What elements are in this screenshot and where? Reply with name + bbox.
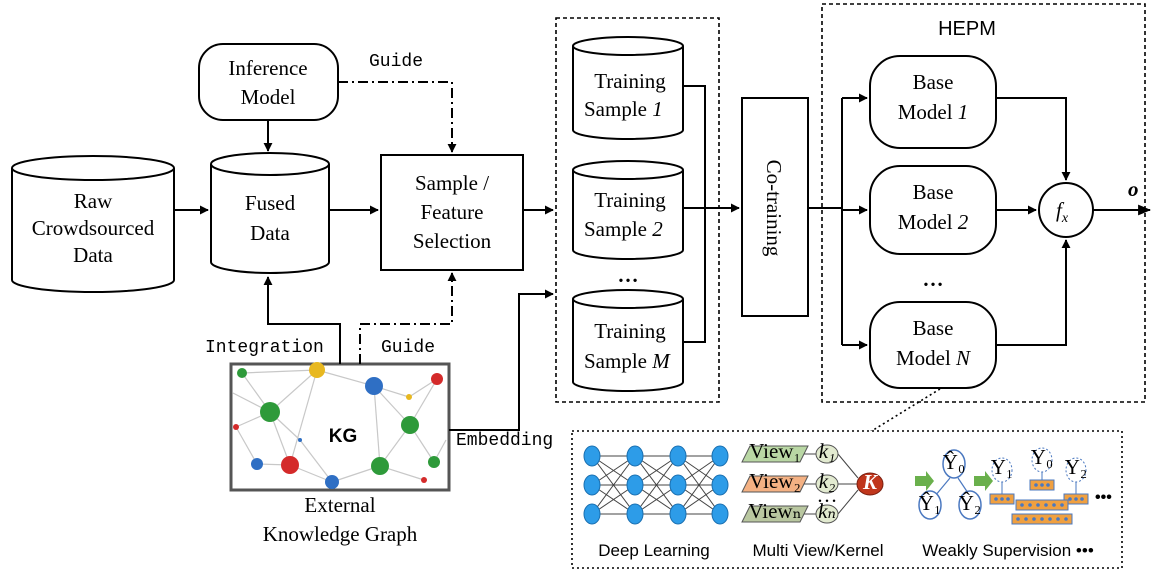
samples-bracket	[683, 85, 706, 343]
sample-feature-selection-node: Sample / Feature Selection	[380, 154, 524, 271]
base-model-n-line1: Base	[913, 316, 954, 340]
training-sample-2: Training Sample 2	[572, 160, 684, 260]
combiner-node: fx	[1038, 182, 1094, 238]
weak-node-1: Ŷ₁	[919, 491, 942, 515]
co-training-label: Co-training	[762, 160, 786, 257]
kg-node	[365, 377, 383, 395]
weak-node-2: Ŷ₂	[959, 491, 982, 515]
kernel-n-label: kₙ	[818, 499, 836, 523]
training-sample-1-line2: Sample 1	[584, 97, 663, 121]
kg-node	[421, 477, 427, 483]
kg-node	[260, 402, 280, 422]
weak-trailing-dots: •••	[1095, 489, 1112, 506]
kernel-1-label: k₁	[819, 439, 836, 463]
kg-node	[237, 368, 247, 378]
inference-model-node: Inference Model	[198, 43, 339, 121]
training-sample-1: Training Sample 1	[572, 36, 684, 140]
fused-data-node: Fused Data	[210, 152, 330, 274]
inset-multi-view-label: Multi View/Kernel	[752, 541, 883, 560]
tree-node-0: Y₀	[1031, 445, 1054, 469]
guide-bottom-label: Guide	[381, 338, 435, 358]
kg-node	[309, 362, 325, 378]
view-n-label: Viewₙ	[748, 499, 801, 523]
view-2-label: View₂	[749, 469, 801, 493]
kernel-ellipsis: …	[817, 483, 838, 507]
kg-caption-2: Knowledge Graph	[263, 522, 418, 546]
inference-model-label-1: Inference	[228, 56, 307, 80]
kappa-label: K	[862, 470, 879, 494]
fused-data-label-1: Fused	[245, 191, 296, 215]
kg-node	[298, 438, 302, 442]
base-model-1-line2: Model 1	[898, 100, 969, 124]
inset-weakly-label: Weakly Supervision •••	[922, 541, 1094, 560]
weak-supervision-tree-icon: Ŷ₀ Ŷ₁ Ŷ₂ Y₁ Y₀ Y₂	[915, 445, 1089, 525]
training-sample-m-line1: Training	[594, 319, 666, 343]
hepm-title: HEPM	[938, 18, 996, 40]
base-model-1: Base Model 1	[869, 55, 997, 149]
kg-node	[325, 475, 339, 489]
training-sample-1-line1: Training	[594, 69, 666, 93]
selection-label-1: Sample /	[415, 171, 489, 195]
output-label: o	[1128, 177, 1139, 201]
kg-node	[401, 416, 419, 434]
weak-node-0: Ŷ₀	[943, 450, 966, 474]
embedding-label: Embedding	[456, 431, 553, 451]
hepm-container	[821, 3, 1146, 403]
knowledge-graph-icon: KG	[229, 362, 451, 492]
selection-label-2: Feature	[421, 200, 484, 224]
inference-model-label-2: Model	[241, 85, 296, 109]
raw-data-label-3: Data	[73, 243, 113, 267]
guide-top-label: Guide	[369, 52, 423, 72]
kernel-2-label: k₂	[819, 469, 836, 493]
neural-network-icon	[583, 445, 729, 525]
kg-node	[406, 394, 412, 400]
training-ellipsis: …	[618, 263, 639, 287]
kg-node	[371, 457, 389, 475]
base-model-n: Base Model N	[869, 301, 997, 389]
raw-crowdsourced-data-node: Raw Crowdsourced Data	[11, 155, 175, 293]
kg-label: KG	[329, 426, 358, 447]
base-model-1-line1: Base	[913, 70, 954, 94]
tree-node-1: Y₁	[991, 455, 1014, 479]
combiner-label: fx	[1056, 198, 1069, 226]
raw-data-label-1: Raw	[74, 189, 113, 213]
selection-label-3: Selection	[413, 229, 492, 253]
kg-node	[281, 456, 299, 474]
raw-data-label-2: Crowdsourced	[32, 216, 155, 240]
kg-node	[251, 458, 263, 470]
training-sample-m-line2: Sample M	[584, 349, 671, 373]
multi-kernel-icon: View₁ View₂ Viewₙ k₁ k₂ kₙ … K	[741, 439, 884, 524]
kg-nodes	[233, 362, 443, 489]
kg-node	[431, 373, 443, 385]
inset-deep-learning-label: Deep Learning	[598, 541, 710, 560]
kg-caption-1: External	[304, 493, 375, 517]
base-model-ellipsis: …	[923, 267, 944, 291]
connectors	[174, 81, 1152, 433]
training-sample-2-line2: Sample 2	[584, 217, 663, 241]
base-model-2: Base Model 2	[869, 165, 997, 255]
base-model-2-line2: Model 2	[898, 210, 969, 234]
view-1-label: View₁	[749, 439, 801, 463]
kg-node	[233, 424, 239, 430]
co-training-node: Co-training	[741, 97, 809, 317]
base-model-n-line2: Model N	[896, 346, 971, 370]
kg-node	[428, 456, 440, 468]
integration-label: Integration	[205, 338, 324, 358]
base-model-2-line1: Base	[913, 180, 954, 204]
fused-data-label-2: Data	[250, 221, 290, 245]
tree-node-2: Y₂	[1065, 455, 1088, 479]
training-sample-2-line1: Training	[594, 188, 666, 212]
training-sample-m: Training Sample M	[572, 289, 684, 392]
